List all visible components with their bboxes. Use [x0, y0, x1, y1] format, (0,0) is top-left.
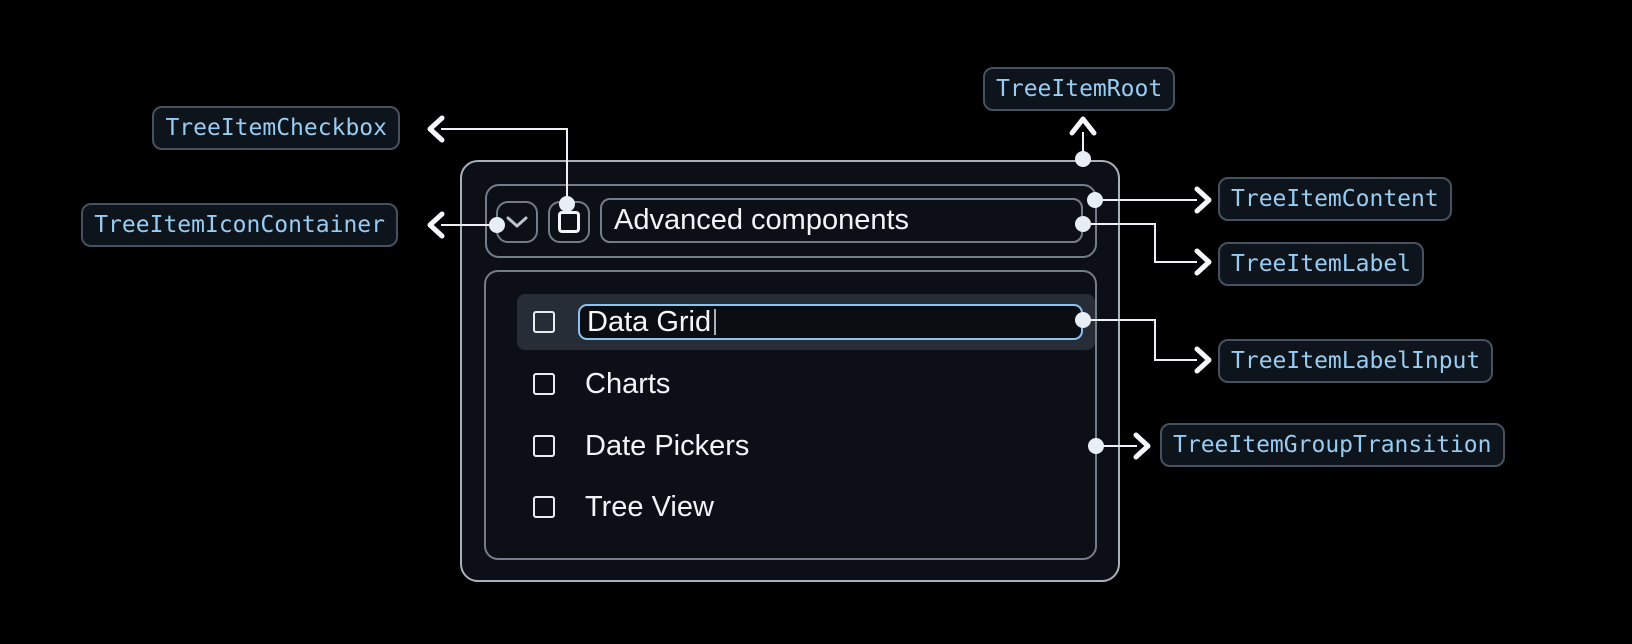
tree-row[interactable]: Tree View — [517, 479, 1095, 535]
checkbox-unchecked-icon — [558, 211, 580, 233]
label-input-value: Data Grid — [587, 305, 712, 338]
tree-item-group-transition-box: Data Grid Charts Date Pickers Tree View — [484, 270, 1097, 560]
checkbox-unchecked-icon[interactable] — [533, 496, 555, 518]
tree-item-icon-container-button[interactable] — [496, 201, 538, 243]
annotation-badge-tree-item-content: TreeItemContent — [1218, 177, 1452, 221]
tree-item-checkbox-button[interactable] — [548, 201, 590, 243]
checkbox-unchecked-icon[interactable] — [533, 373, 555, 395]
annotation-badge-tree-item-label: TreeItemLabel — [1218, 242, 1425, 286]
annotation-badge-tree-item-checkbox: TreeItemCheckbox — [152, 106, 400, 150]
tree-row-label: Charts — [585, 367, 671, 400]
annotation-badge-tree-item-root: TreeItemRoot — [983, 67, 1176, 111]
tree-item-root-box: Advanced components Data Grid Charts Dat… — [460, 160, 1120, 582]
tree-row[interactable]: Date Pickers — [517, 418, 1095, 474]
tree-row[interactable]: Charts — [517, 356, 1095, 412]
checkbox-unchecked-icon[interactable] — [533, 311, 555, 333]
tree-item-label-box: Advanced components — [600, 198, 1083, 243]
checkbox-unchecked-icon[interactable] — [533, 435, 555, 457]
tree-item-content-box[interactable]: Advanced components — [485, 184, 1097, 258]
annotation-badge-tree-item-group-transition: TreeItemGroupTransition — [1160, 423, 1505, 467]
tree-item-label-text: Advanced components — [614, 204, 910, 236]
chevron-down-icon — [506, 216, 528, 228]
tree-row-label: Tree View — [585, 490, 714, 523]
text-cursor — [714, 309, 717, 335]
tree-row-label: Date Pickers — [585, 429, 750, 462]
tree-row-editing[interactable]: Data Grid — [517, 294, 1095, 350]
annotation-badge-tree-item-label-input: TreeItemLabelInput — [1218, 339, 1494, 383]
annotation-badge-tree-item-icon-container: TreeItemIconContainer — [81, 203, 398, 247]
tree-item-label-input-field[interactable]: Data Grid — [578, 304, 1083, 340]
